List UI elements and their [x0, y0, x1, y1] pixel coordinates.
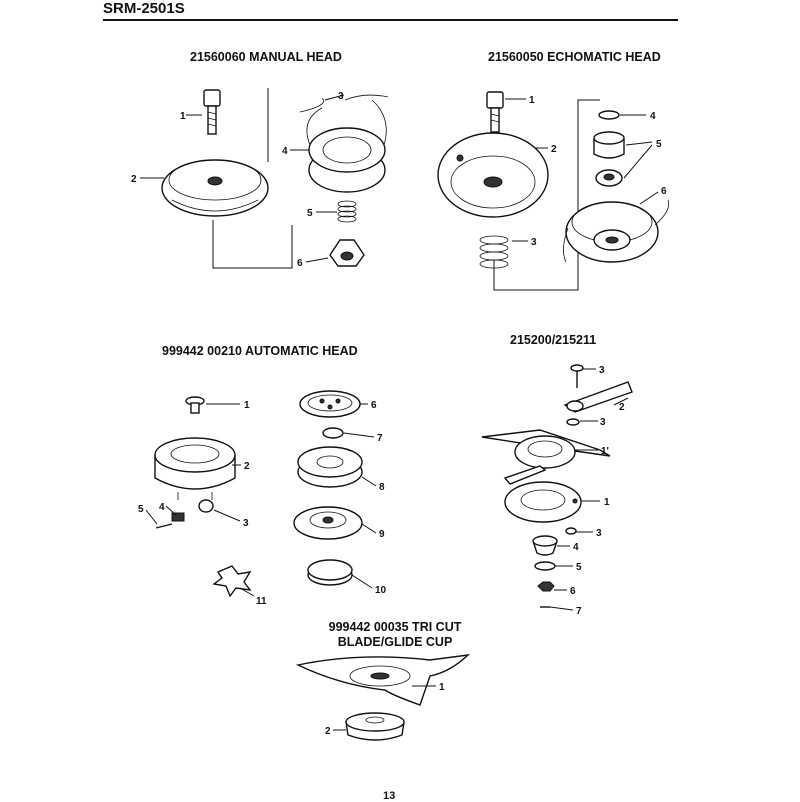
manual-bolt-part: [203, 89, 221, 135]
automatic-head-diagram: 1 2 3 4 5 6 7 8 9 10 11: [138, 390, 387, 607]
echomatic-label-6: 6: [661, 186, 667, 197]
automatic-label-6: 6: [371, 400, 377, 411]
echomatic-bracket-line: [493, 99, 600, 291]
automatic-label-4: 4: [159, 502, 165, 513]
automatic-label-5: 5: [138, 504, 144, 515]
automatic-housing-part: [154, 437, 236, 500]
manual-head-diagram: 1 2 3 4 5 6: [131, 88, 389, 269]
automatic-star-part: [212, 565, 252, 598]
manual-housing-part: [161, 159, 269, 217]
automatic-bolt-part: [185, 396, 205, 414]
echomatic-cup-part: [593, 131, 625, 187]
automatic-plate-part: [299, 390, 361, 418]
manual-bracket-line: [212, 220, 293, 269]
manual-spring-part: [337, 200, 357, 223]
automatic-base-part: [293, 506, 363, 540]
automatic-knob-part: [307, 559, 353, 586]
echomatic-label-3: 3: [531, 237, 537, 248]
manual-label-1: 1: [180, 111, 186, 122]
echomatic-washer-part: [598, 110, 620, 120]
blade-kit-nut-part: [537, 581, 555, 592]
manual-line-part: [299, 94, 389, 113]
manual-label-6: 6: [297, 258, 303, 269]
blade-kit-label-4: 4: [573, 542, 579, 553]
automatic-label-11: 11: [256, 596, 267, 607]
echomatic-label-4: 4: [650, 111, 656, 122]
manual-spool-part: [306, 99, 387, 193]
automatic-label-9: 9: [379, 529, 385, 540]
blade-kit-cup-part: [532, 535, 558, 556]
automatic-label-8: 8: [379, 482, 385, 493]
blade-kit-lower-disc-part: [504, 481, 582, 523]
manual-head-title: 21560060 MANUAL HEAD: [190, 50, 342, 64]
automatic-pin-part: [155, 523, 173, 529]
blade-kit-bolt-part: [570, 364, 584, 388]
blade-kit-title: 215200/215211: [510, 333, 597, 347]
manual-label-3: 3: [338, 91, 344, 102]
automatic-fitting-part: [198, 499, 214, 513]
blade-kit-label-7: 7: [576, 606, 582, 617]
echomatic-label-1: 1: [529, 95, 535, 106]
automatic-label-7: 7: [377, 433, 383, 444]
automatic-block-part: [171, 512, 185, 522]
blade-kit-lower-washer-part: [534, 561, 556, 571]
header-rule: [103, 19, 678, 21]
blade-kit-washer-part: [566, 418, 580, 426]
echomatic-bolt-part: [486, 91, 504, 133]
echomatic-head-diagram: 1 2 3 4 5 6: [437, 91, 670, 291]
tricut-label-2: 2: [325, 726, 331, 737]
automatic-head-title: 999442 00210 AUTOMATIC HEAD: [162, 344, 358, 358]
manual-knob-part: [329, 239, 365, 267]
tricut-blade-part: [295, 654, 471, 706]
tricut-label-1: 1: [439, 682, 445, 693]
automatic-washer-part: [322, 427, 344, 439]
tricut-title: 999442 00035 TRI CUT BLADE/GLIDE CUP: [305, 620, 485, 650]
tricut-title-line1: 999442 00035 TRI CUT: [328, 620, 462, 634]
automatic-spool-part: [297, 446, 363, 488]
blade-kit-label-6: 6: [570, 586, 576, 597]
blade-kit-diagram: 3 2 3 1' 1 3 4 5 6 7: [481, 364, 633, 617]
automatic-label-1: 1: [244, 400, 250, 411]
manual-label-2: 2: [131, 174, 137, 185]
echomatic-label-2: 2: [551, 144, 557, 155]
blade-kit-label-3-upper: 3: [600, 417, 606, 428]
echomatic-spring-part: [479, 235, 509, 269]
echomatic-label-5: 5: [656, 139, 662, 150]
blade-kit-upper-disc-part: [481, 429, 611, 485]
tricut-glide-cup-part: [345, 712, 405, 741]
echomatic-housing-part: [437, 132, 549, 218]
automatic-label-2: 2: [244, 461, 250, 472]
blade-kit-label-1: 1: [604, 497, 610, 508]
echomatic-spool-part: [563, 199, 670, 263]
tricut-diagram: 1 2: [295, 654, 471, 741]
automatic-label-3: 3: [243, 518, 249, 529]
blade-kit-label-2: 2: [619, 402, 625, 413]
manual-label-5: 5: [307, 208, 313, 219]
model-title: SRM-2501S: [103, 0, 185, 17]
echomatic-head-title: 21560050 ECHOMATIC HEAD: [488, 50, 661, 64]
blade-kit-label-1-prime: 1': [601, 446, 609, 457]
tricut-title-line2: BLADE/GLIDE CUP: [337, 635, 453, 649]
blade-kit-label-3-top: 3: [599, 365, 605, 376]
manual-label-4: 4: [282, 146, 288, 157]
page-number: 13: [383, 790, 396, 802]
blade-kit-label-5: 5: [576, 562, 582, 573]
automatic-label-10: 10: [375, 585, 387, 596]
blade-kit-label-3-lower: 3: [596, 528, 602, 539]
